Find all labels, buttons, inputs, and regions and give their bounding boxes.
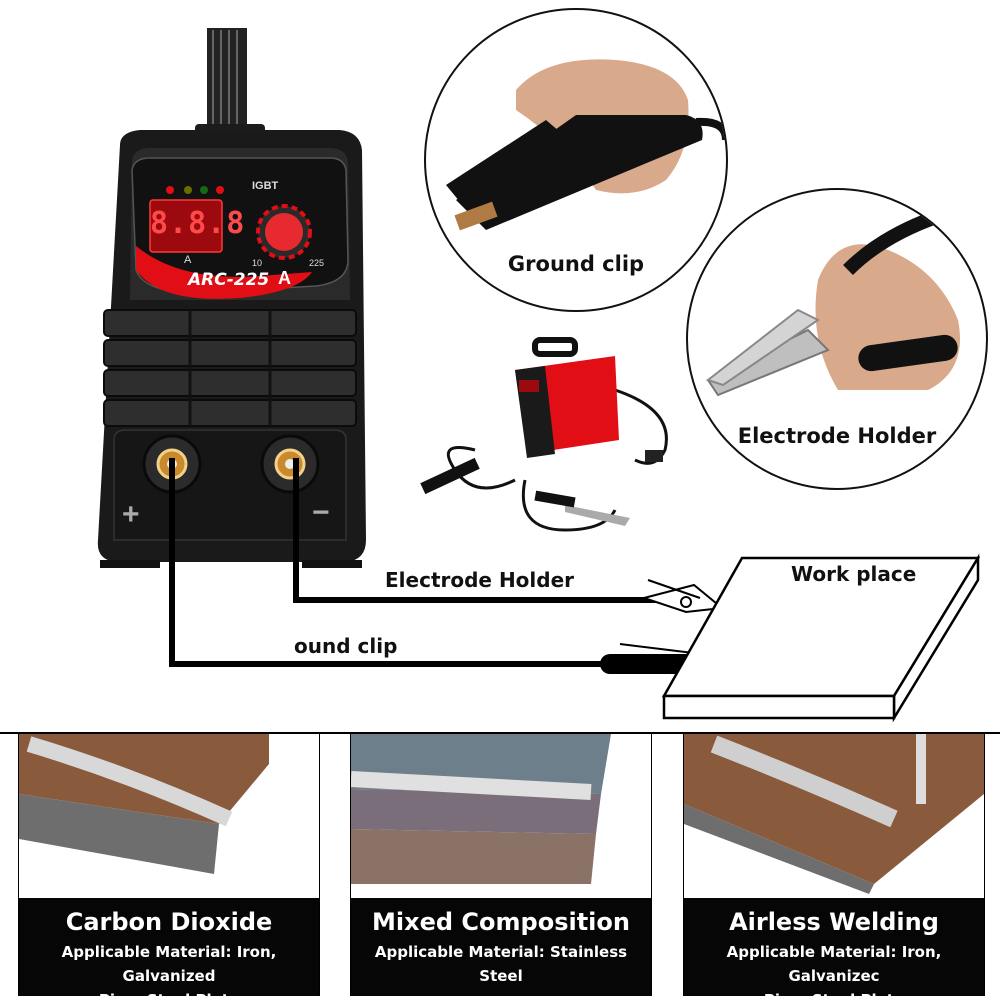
- electrode-holder-callout: Electrode Holder: [686, 188, 988, 490]
- electrode-holder-diagram-label: Electrode Holder: [385, 568, 575, 592]
- panel-mixed-composition-caption: Mixed Composition Applicable Material: S…: [351, 898, 651, 996]
- electrode-holder-photo: [705, 203, 960, 397]
- mixed-composition-weld-photo: [351, 734, 651, 898]
- panel-carbon-dioxide: Carbon Dioxide Applicable Material: Iron…: [18, 734, 320, 996]
- electrode-holder-callout-title: Electrode Holder: [737, 424, 937, 448]
- panel-mixed-composition: Mixed Composition Applicable Material: S…: [350, 734, 652, 996]
- electrode-holder-symbol: [640, 579, 725, 614]
- panel-airless-welding: Airless Welding Applicable Material: Iro…: [683, 734, 985, 996]
- igbt-label: IGBT: [252, 180, 279, 192]
- panel-material-line1: Applicable Material: Iron, Galvanizec: [726, 943, 942, 985]
- ground-clip-diagram-label: ound clip: [294, 634, 398, 658]
- work-place-block: [661, 553, 981, 723]
- panel-divider: [0, 732, 1000, 734]
- panel-airless-welding-caption: Airless Welding Applicable Material: Iro…: [684, 898, 984, 996]
- work-place-label: Work place: [791, 562, 917, 586]
- ground-clip-photo: [446, 59, 726, 231]
- carbon-dioxide-weld-photo: [19, 734, 319, 898]
- panel-material-line2: Pipe, Steel Plate: [684, 988, 984, 996]
- panel-title: Airless Welding: [729, 908, 939, 936]
- unit-small-label: A: [184, 254, 192, 266]
- ground-wire: [169, 458, 608, 667]
- wiring-diagram: [169, 458, 981, 723]
- panel-carbon-dioxide-caption: Carbon Dioxide Applicable Material: Iron…: [19, 898, 319, 996]
- scale-min-label: 10: [252, 258, 263, 268]
- electrode-wire: [293, 458, 660, 603]
- ground-clip-callout-title: Ground clip: [507, 252, 645, 276]
- minus-terminal-label: −: [312, 496, 330, 529]
- ground-clip-callout: Ground clip: [424, 8, 728, 312]
- model-label: ARC-225: [188, 270, 270, 290]
- panel-material-line1: Applicable Material: Iron, Galvanized: [61, 943, 277, 985]
- airless-welding-weld-photo: [684, 734, 984, 898]
- panel-material-line1: Applicable Material: Stainless Steel: [374, 943, 628, 985]
- product-kit-photo: [415, 330, 695, 550]
- panel-material-line2: Pipe, Steel Plate: [19, 988, 319, 996]
- scale-max-label: 225: [309, 258, 325, 268]
- plus-terminal-label: +: [122, 498, 140, 531]
- current-unit-label: A: [278, 268, 291, 288]
- panel-title: Mixed Composition: [372, 908, 630, 936]
- panel-title: Carbon Dioxide: [65, 908, 273, 936]
